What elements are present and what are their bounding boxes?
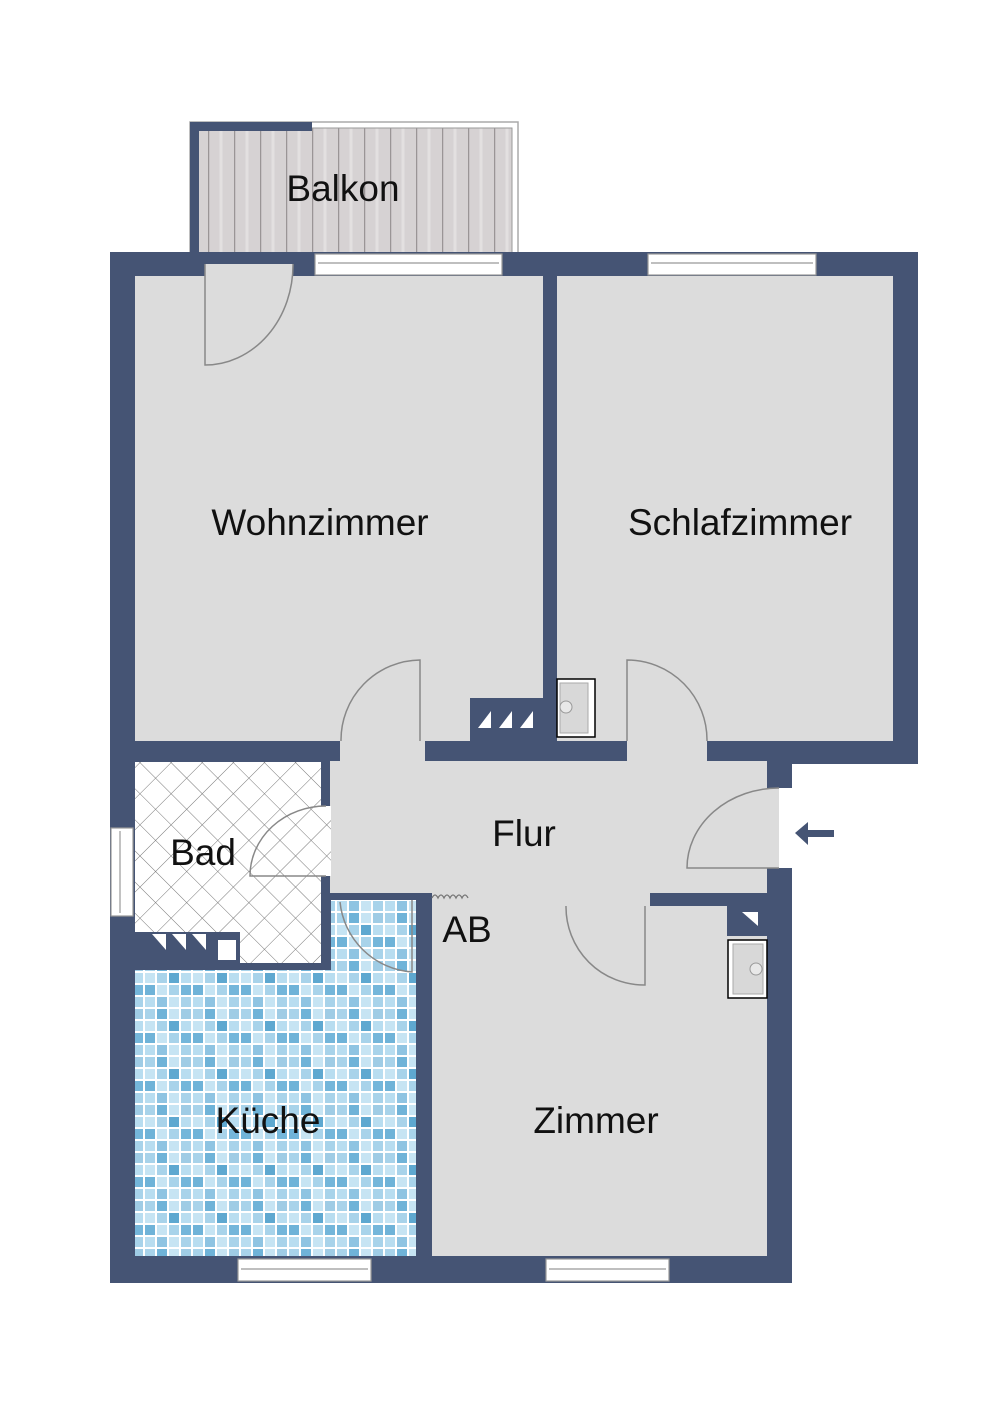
room-flur [330, 761, 767, 893]
room-bad [135, 762, 321, 932]
label-bad: Bad [170, 832, 236, 873]
label-ab: AB [442, 909, 491, 950]
room-schlafzimmer [557, 276, 893, 741]
door-zimmer[interactable] [565, 905, 646, 986]
label-kueche: Küche [216, 1100, 321, 1141]
label-balkon: Balkon [286, 168, 399, 209]
balcony [189, 121, 519, 265]
door-wohnzimmer[interactable] [340, 659, 421, 742]
door-schlafzimmer[interactable] [626, 659, 708, 742]
heater-wave-icon [431, 894, 469, 900]
room-zimmer [432, 906, 767, 1256]
label-zimmer: Zimmer [533, 1100, 658, 1141]
windows [110, 253, 817, 1282]
entrance-arrow-icon [795, 822, 834, 845]
chimney-shaft-bad [135, 932, 240, 970]
room-kueche [135, 970, 416, 1256]
label-schlafzimmer: Schlafzimmer [628, 502, 852, 543]
room-floors [135, 276, 893, 1256]
chimney-shaft-wohnzimmer [478, 711, 533, 728]
door-entrance[interactable] [686, 787, 780, 869]
door-balkon[interactable] [204, 263, 294, 366]
label-wohnzimmer: Wohnzimmer [211, 502, 428, 543]
radiator-schlafzimmer [556, 678, 596, 738]
door-kueche[interactable] [339, 900, 413, 973]
label-flur: Flur [492, 813, 556, 854]
door-bad[interactable] [249, 805, 327, 877]
radiator-zimmer [727, 939, 768, 999]
room-wohnzimmer [135, 276, 543, 741]
